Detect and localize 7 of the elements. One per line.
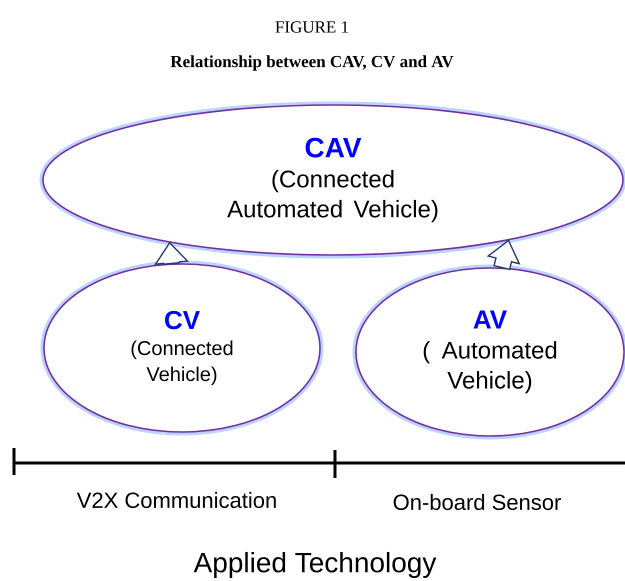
block-arrow <box>154 242 189 265</box>
figure-number: FIGURE 1 <box>275 21 348 33</box>
axis-title: Applied Technology <box>194 552 436 578</box>
range-label: V2X Communication <box>76 492 276 508</box>
range-label: On-board Sensor <box>394 494 561 510</box>
block-arrow <box>486 239 521 270</box>
figure-caption: Relationship between CAV, CV and AV <box>170 55 454 71</box>
